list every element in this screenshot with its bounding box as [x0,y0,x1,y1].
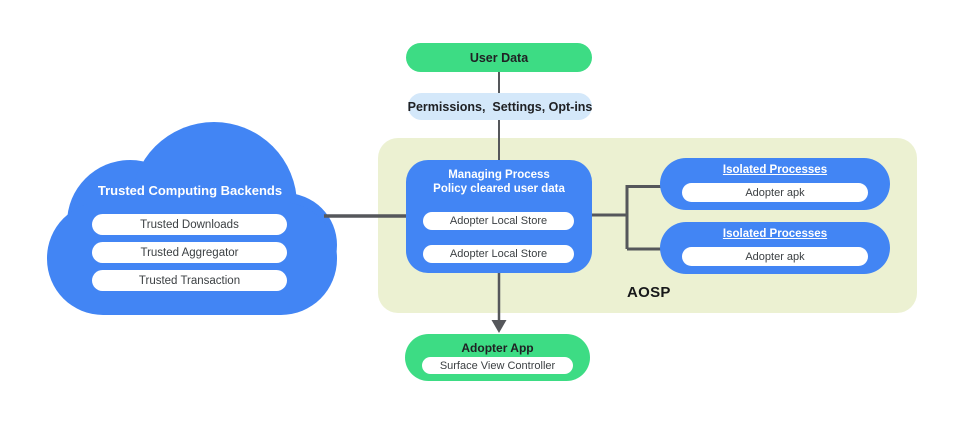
adopter-app-title: Adopter App [461,341,534,355]
adopter-app-node: Adopter App Surface View Controller [405,334,590,381]
surface-view-controller-pill: Surface View Controller [422,357,573,374]
cloud-item-label: Trusted Downloads [140,218,239,231]
cloud-item-trusted-downloads: Trusted Downloads [92,214,287,235]
permissions-label: Permissions, Settings, Opt-ins [407,99,593,114]
adopter-apk-pill: Adopter apk [682,183,868,202]
managing-process-title: Managing Process Policy cleared user dat… [406,169,592,196]
permissions-node: Permissions, Settings, Opt-ins [408,93,592,120]
isolated-process-node-2: Isolated Processes Adopter apk [660,222,890,274]
isolated-processes-title: Isolated Processes [722,228,828,240]
user-data-label: User Data [469,50,529,65]
adopter-local-store-label: Adopter Local Store [449,215,548,227]
adopter-local-store-1: Adopter Local Store [423,212,574,230]
managing-process-node: Managing Process Policy cleared user dat… [406,160,592,273]
arrow-down-icon [491,320,507,333]
surface-view-controller-label: Surface View Controller [439,359,556,372]
adopter-local-store-label: Adopter Local Store [449,248,548,260]
cloud-item-trusted-transaction: Trusted Transaction [92,270,287,291]
cloud-item-trusted-aggregator: Trusted Aggregator [92,242,287,263]
cloud-item-label: Trusted Aggregator [140,246,239,259]
user-data-node: User Data [406,43,592,72]
isolated-process-node-1: Isolated Processes Adopter apk [660,158,890,210]
adopter-apk-label: Adopter apk [745,250,805,263]
adopter-local-store-2: Adopter Local Store [423,245,574,263]
adopter-apk-pill: Adopter apk [682,247,868,266]
managing-process-title-line1: Managing Process [448,169,550,181]
aosp-label: AOSP [627,284,671,301]
cloud-title: Trusted Computing Backends [97,183,283,198]
adopter-apk-label: Adopter apk [745,186,805,199]
isolated-processes-title: Isolated Processes [722,164,828,176]
managing-process-title-line2: Policy cleared user data [433,182,565,195]
cloud-item-label: Trusted Transaction [138,274,241,287]
